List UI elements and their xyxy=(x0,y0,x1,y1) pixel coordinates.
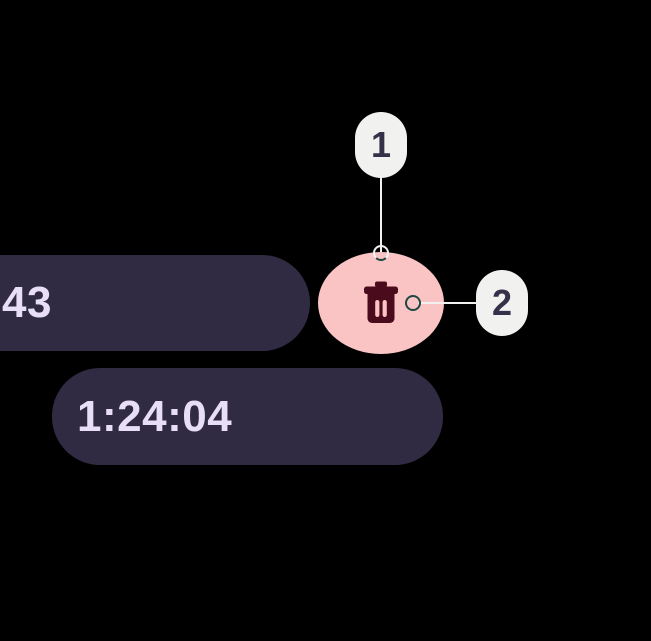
count-pill-label: 43 xyxy=(2,278,52,327)
callout-badge-2-label: 2 xyxy=(491,282,513,323)
callout-connector-1 xyxy=(380,160,382,252)
callout-badge-2[interactable]: 2 xyxy=(476,270,528,336)
callout-badge-1-label: 1 xyxy=(370,124,392,165)
timer-pill-label: 1:24:04 xyxy=(77,391,233,441)
callout-anchor-2 xyxy=(405,295,421,311)
timer-pill[interactable]: 1:24:04 xyxy=(52,368,443,465)
trash-icon xyxy=(361,281,401,325)
count-pill[interactable]: 43 xyxy=(0,255,310,351)
callout-anchor-1 xyxy=(373,245,389,261)
callout-badge-1[interactable]: 1 xyxy=(355,112,407,178)
callout-connector-2 xyxy=(418,302,482,304)
